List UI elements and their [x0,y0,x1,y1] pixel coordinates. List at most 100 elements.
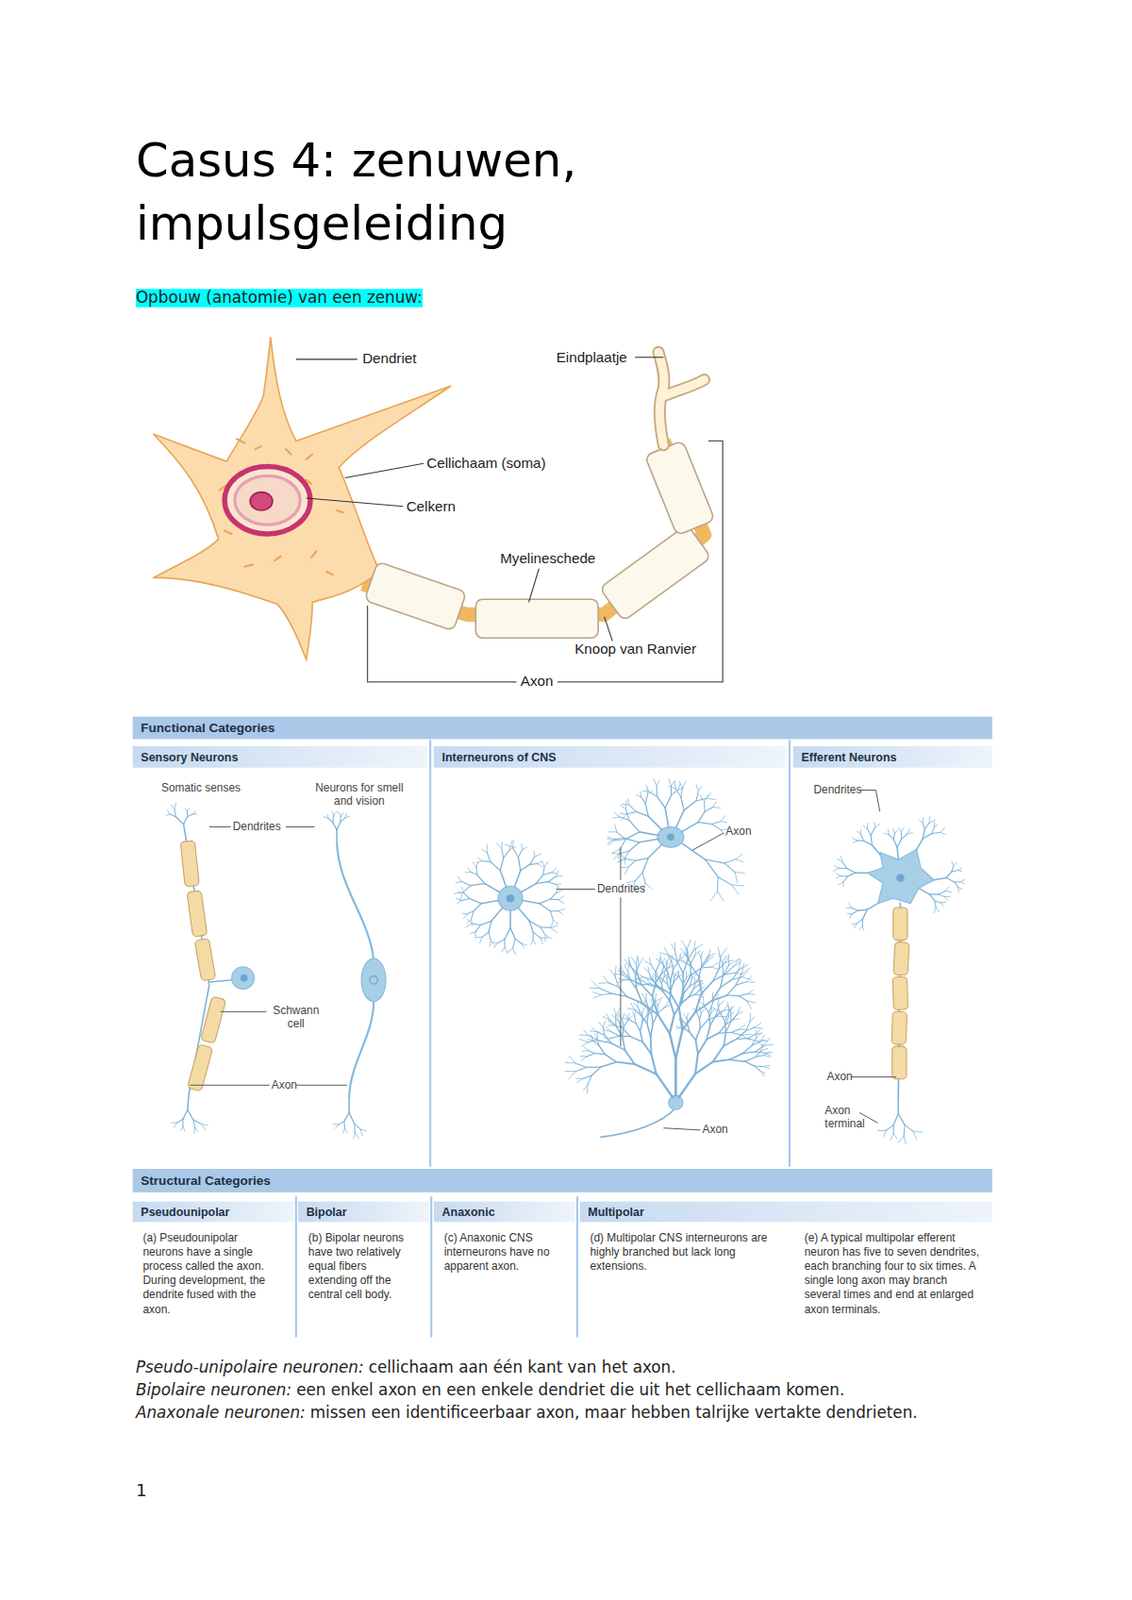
dendrite-branch [513,847,519,857]
dendrite-branch [476,936,483,938]
dendrite-branch [734,872,738,884]
dendrite-branch [755,1045,765,1052]
dendrite-branch [903,1124,905,1136]
dendrite-branch [344,1128,348,1133]
dendrite-branch [679,954,683,962]
dendrite-branch [565,1062,576,1064]
dendrite-branch [473,903,482,912]
dendrite-branch [699,965,702,977]
dendrite-branch [624,965,629,972]
dendrite-branch [629,820,640,833]
dendrite-branch [900,827,904,832]
dendrite-branch [455,882,462,883]
dendrite-branch [535,882,549,884]
dendrite-branch [624,1049,634,1065]
band-title: Functional Categories [133,716,993,740]
dendrite-branch [724,863,735,873]
dendrite-branch [625,832,639,840]
dendrite-branch [539,903,550,912]
dendrite-branch [739,1024,746,1030]
dendrite-branch [847,913,852,916]
dendrite-branch [649,972,652,981]
dendrite-branch [611,1043,625,1050]
dendrite-branch [693,1008,698,1014]
dendrite-branch [727,984,737,996]
dendrite-branch [646,1006,652,1014]
dendrite-branch [471,918,473,926]
dendrite-branch [181,1126,184,1132]
dendrite-branch [711,962,718,967]
dendrite-branch [568,1055,576,1064]
dendrite-branch [537,863,544,866]
dendrite-branch [532,932,541,938]
dendrite-branch [938,890,946,895]
dendrite-branch [600,1062,616,1067]
dendrite-branch [642,993,647,1001]
dendrite-branch [532,850,535,857]
dendrite-branch [628,860,636,867]
myelin-segment [475,599,599,638]
dendrite-branch [642,1041,651,1054]
leader-line [850,1076,897,1078]
dendrite-branch [614,838,626,840]
dendrite-trees [166,779,966,1145]
dendrite-branch [588,1050,596,1054]
dendrite-branch [647,1010,650,1024]
dendrite-branch [870,834,872,846]
dendrite-branch [710,1015,716,1026]
axon-terminal [658,351,705,445]
dendrite-branch [732,1018,740,1020]
dendrite-branch [725,1020,732,1033]
dendrite-branch [728,954,730,966]
leader-line [189,1084,348,1086]
dendrite-branch [645,803,649,816]
dendrite-branch [951,870,958,872]
dendrite-branch [669,1033,676,1060]
part-label: Celkern [406,498,456,515]
paragraph: Bipolaire neuronen:een enkel axon en een… [135,1379,1004,1402]
dendrite-branch [859,925,863,930]
dendrite-branch [599,1021,604,1027]
dendrite-branch [501,842,503,849]
dendrite-branch [462,913,467,916]
dendrite-branch [549,898,559,900]
dendrite-branch [857,839,865,842]
dendrite-branch [661,982,663,992]
dendrite-branch [650,964,656,972]
dendrite-branch [645,882,652,889]
dendrite-branch [637,957,640,966]
dendrite-branch [645,795,648,804]
dendrite-branch [631,957,636,965]
dendrite-branch [929,894,935,901]
dendrite-branch [586,1065,601,1068]
dendrite-branch [838,867,847,869]
dendrite-branch [873,821,876,828]
dendrite-branch [631,1002,635,1010]
dendrite-branch [682,952,688,958]
cell-body [361,958,386,1001]
dendrite-branch [668,779,672,786]
dendrite-branch [616,832,625,839]
dendrite-branch [575,1063,587,1068]
dendrite-branch [513,938,517,949]
dendrite-branch [731,1032,742,1035]
dendrite-branch [166,814,170,816]
dendrite-branch [664,1004,671,1008]
dendrite-branch [957,887,959,893]
dendrite-branch [893,838,898,848]
dendrite-branch [702,996,704,1005]
dendrite-branch [745,1061,755,1066]
column-separators [296,740,790,1338]
dendrite-branch [648,815,663,831]
myelin-segment [599,524,712,621]
dendrite-branch [754,1065,761,1071]
dendrite-branch [501,947,505,952]
dendrite-branch [469,898,482,904]
dendrite-branch [635,955,638,965]
dendrite-branch [333,1123,339,1125]
dendrite-branch [629,842,640,851]
dendrite-branch [615,1015,616,1026]
dendrite-branch [680,1016,683,1021]
dendrite-branch [674,782,676,789]
dendrite-branch [183,1126,185,1132]
